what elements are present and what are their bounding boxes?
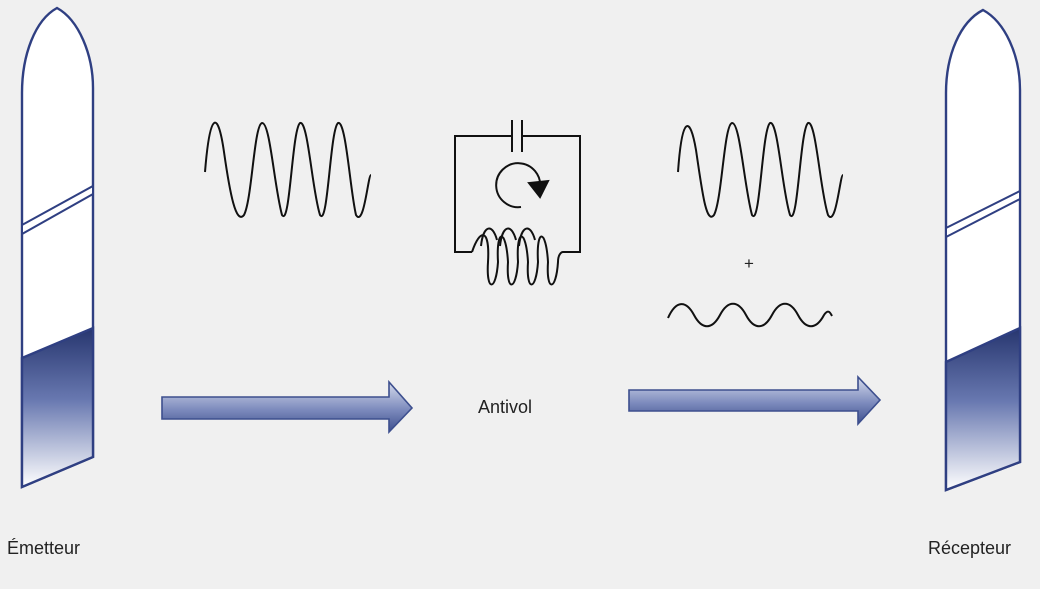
plus-sign: + — [744, 254, 754, 273]
arrow-emitter-to-antitheft — [161, 379, 414, 434]
emitted-wave — [204, 121, 372, 219]
antitheft-label: Antivol — [478, 397, 533, 417]
emitter-label: Émetteur — [7, 538, 81, 558]
received-wave — [677, 121, 844, 219]
arrow-antitheft-to-receiver — [628, 375, 882, 427]
emitter-antenna — [20, 6, 95, 489]
receiver-label: Récepteur — [928, 538, 1012, 558]
harmonic-wave — [667, 302, 833, 328]
receiver-antenna — [944, 8, 1022, 492]
lc-circuit-icon — [454, 120, 581, 286]
